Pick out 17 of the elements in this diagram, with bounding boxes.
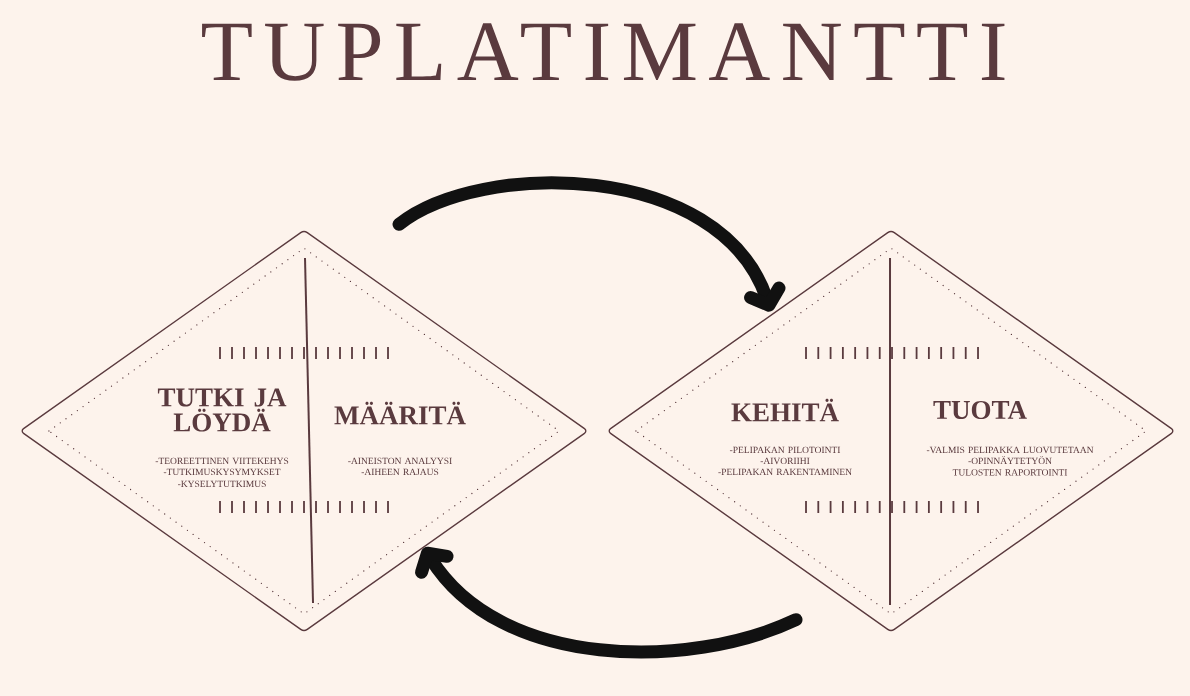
bullet-text: -PELIPAKAN RAKENTAMINEN xyxy=(718,468,852,475)
bullet-text: -AINEISTON ANALYYSI xyxy=(348,457,452,465)
bullet-text: -PELIPAKAN PILOTOINTI xyxy=(729,446,841,454)
curved-arrow xyxy=(415,546,803,659)
bullet-text: -TEOREETTINEN VIITEKEHYS xyxy=(155,457,289,465)
section-heading: KEHITÄ xyxy=(731,398,839,422)
bullet-text: -VALMIS PELIPAKKA LUOVUTETAAN xyxy=(926,446,1094,454)
section-heading: MÄÄRITÄ xyxy=(334,401,466,425)
section-heading: TUTKI JA LÖYDÄ xyxy=(157,388,287,432)
title: TUPLATIMANTTI xyxy=(202,23,1005,81)
section-heading: TUOTA xyxy=(933,400,1027,420)
bullet-text: -KYSELYTUTKIMUS xyxy=(177,480,266,488)
bullet-text: -AIVORIIHI xyxy=(760,457,810,465)
bullet-text: -AIHEEN RAJAUS xyxy=(361,468,439,476)
bullet-text: -TUTKIMUSKYSYMYKSET xyxy=(163,468,281,476)
curved-arrow xyxy=(392,176,786,312)
bullet-text: -OPINNÄYTETYÖN TULOSTEN RAPORTOINTI xyxy=(952,456,1068,476)
